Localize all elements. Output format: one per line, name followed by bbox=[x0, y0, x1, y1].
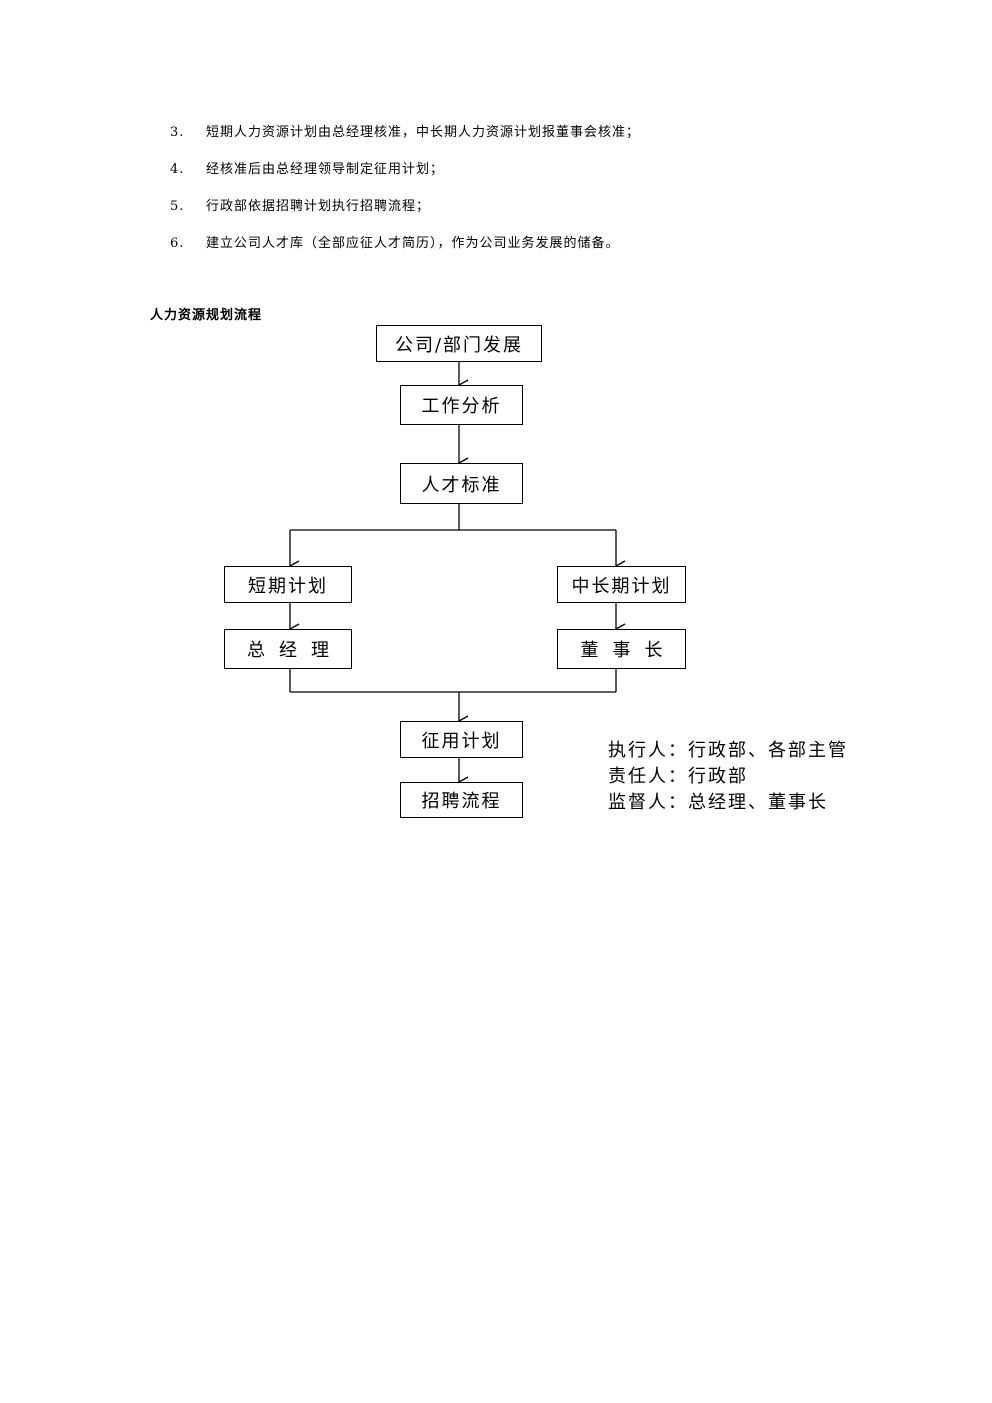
box-talent-standard: 人才标准 bbox=[400, 463, 523, 504]
responsibility-info: 执行人：行政部、各部主管 责任人：行政部 监督人：总经理、董事长 bbox=[608, 738, 848, 816]
box-chairman: 董事长 bbox=[557, 629, 686, 669]
box-company-dept-dev: 公司/部门发展 bbox=[376, 325, 542, 362]
box-recruit-process: 招聘流程 bbox=[400, 782, 523, 818]
list-item-number: 5. bbox=[170, 199, 185, 214]
list-item-text: 经核准后由总经理领导制定征用计划； bbox=[206, 162, 445, 177]
box-recruit-plan: 征用计划 bbox=[400, 721, 523, 758]
section-title: 人力资源规划流程 bbox=[150, 308, 263, 323]
list-item-number: 4. bbox=[170, 162, 185, 177]
list-item-number: 6. bbox=[170, 236, 185, 251]
box-general-manager: 总经理 bbox=[224, 629, 352, 669]
responsible-line: 责任人：行政部 bbox=[608, 766, 748, 787]
box-short-term-plan: 短期计划 bbox=[224, 566, 352, 603]
list-item-text: 建立公司人才库（全部应征人才简历），作为公司业务发展的储备。 bbox=[206, 236, 620, 251]
supervisor-line: 监督人：总经理、董事长 bbox=[608, 792, 828, 813]
box-mid-long-term-plan: 中长期计划 bbox=[557, 566, 686, 603]
box-job-analysis: 工作分析 bbox=[400, 385, 523, 425]
list-item-text: 短期人力资源计划由总经理核准，中长期人力资源计划报董事会核准； bbox=[206, 125, 641, 140]
list-item-number: 3. bbox=[170, 125, 185, 140]
executor-line: 执行人：行政部、各部主管 bbox=[608, 740, 848, 761]
list-item-text: 行政部依据招聘计划执行招聘流程； bbox=[206, 199, 431, 214]
